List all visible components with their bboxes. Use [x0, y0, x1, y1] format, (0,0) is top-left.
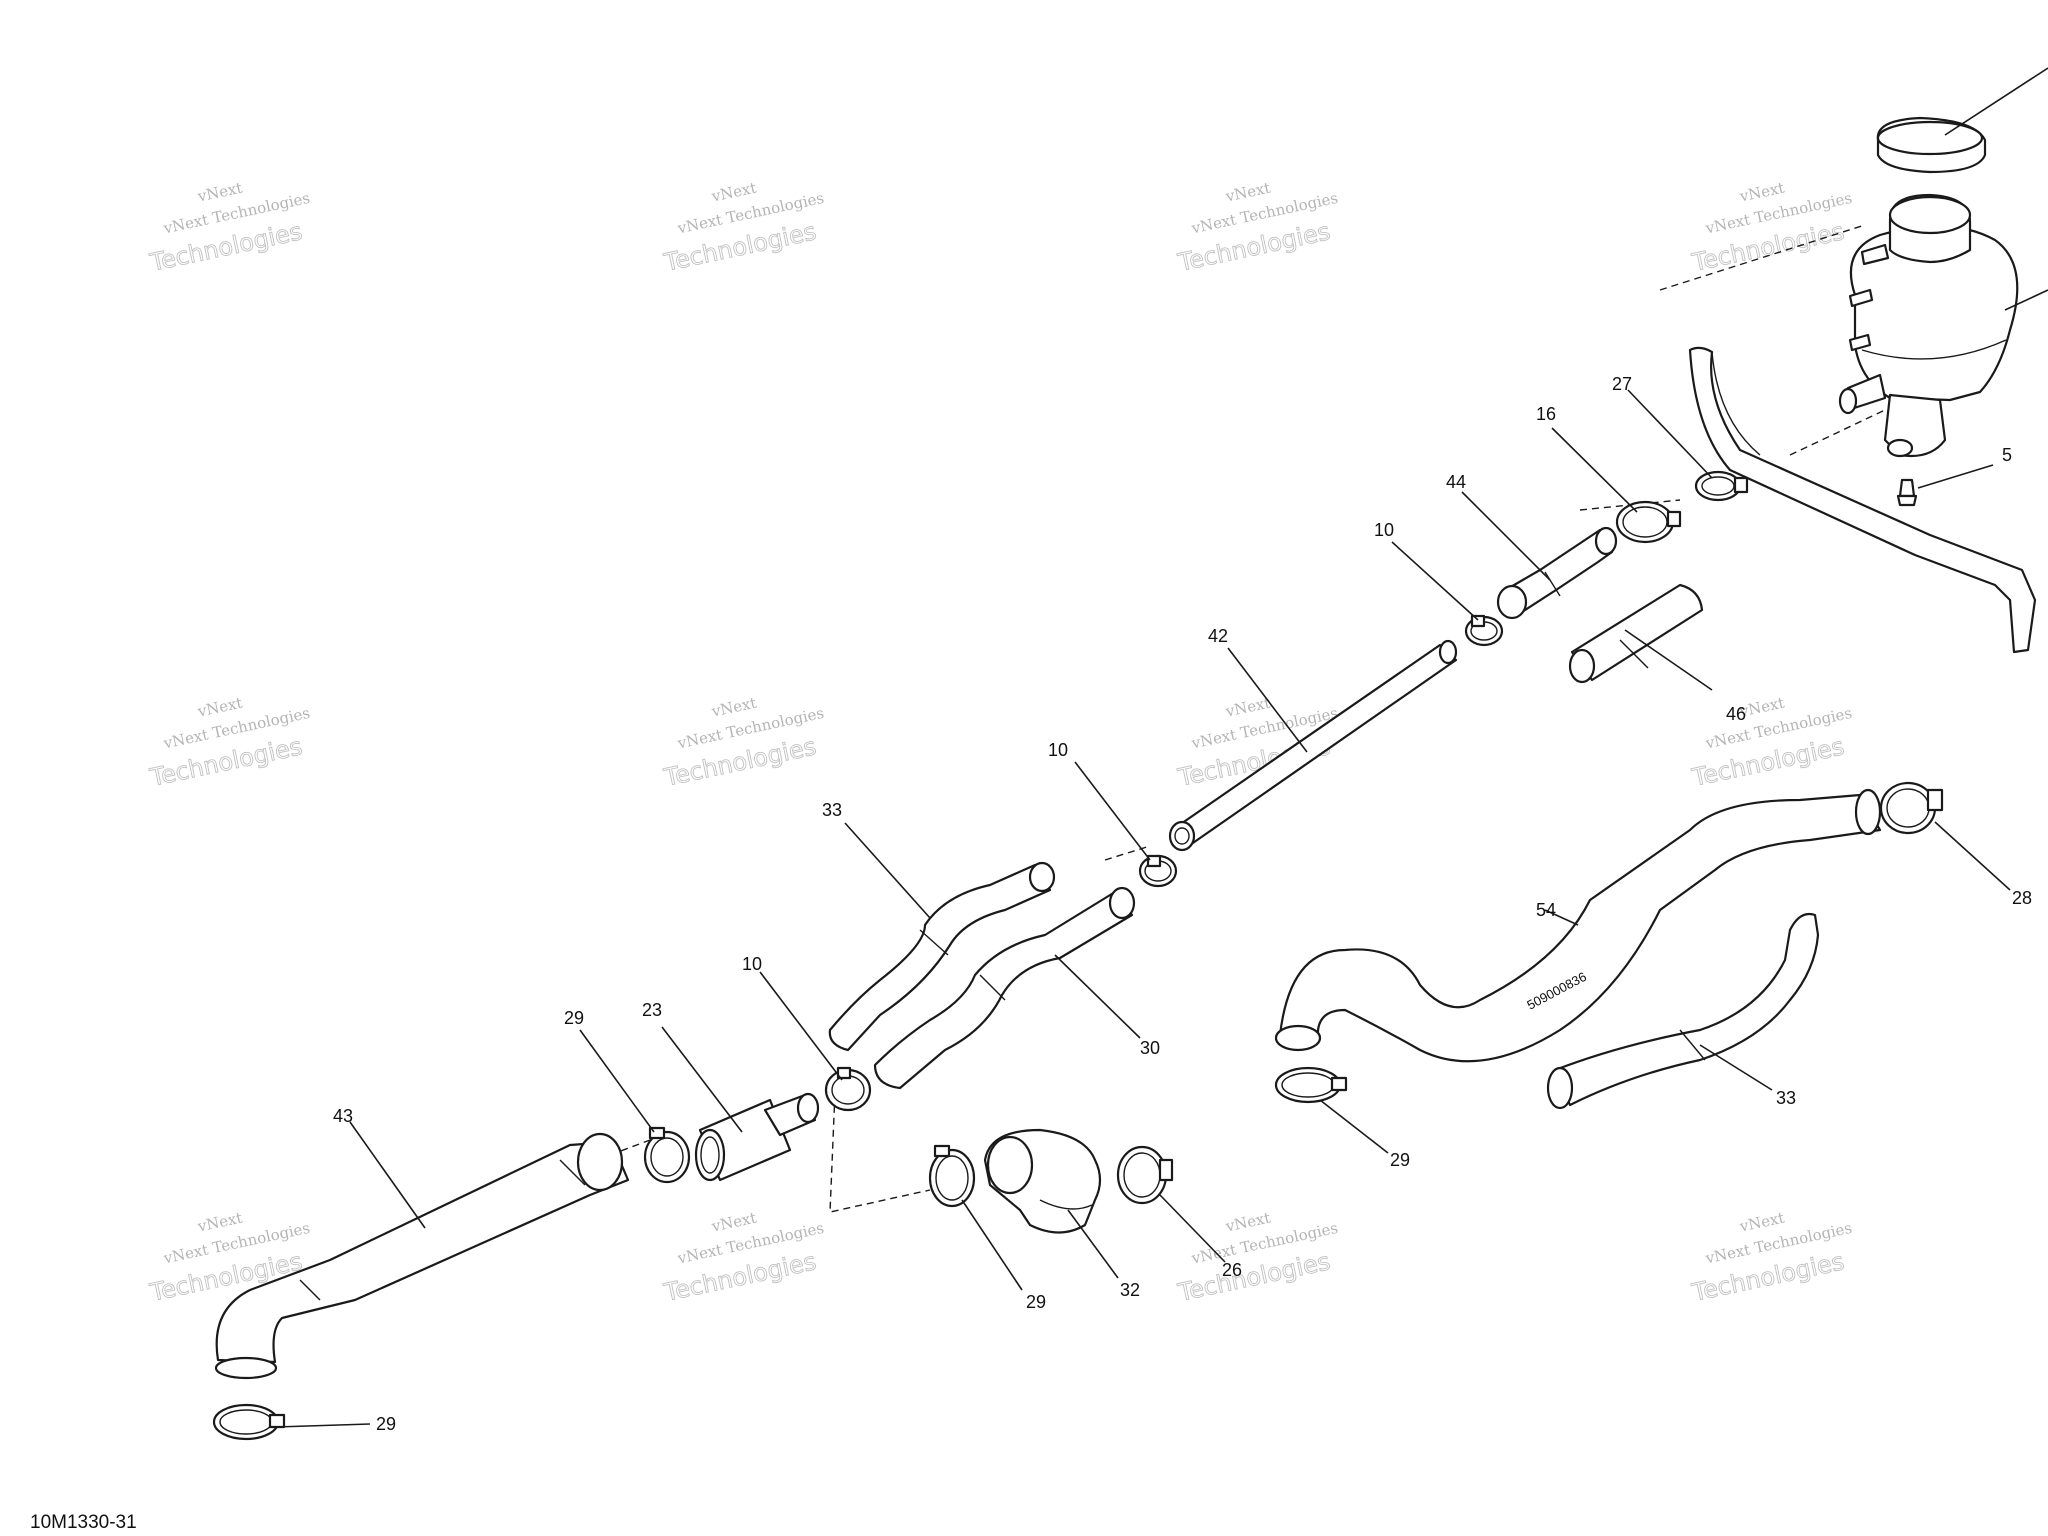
assembly-line-tank-lower: [1789, 409, 1886, 456]
leader-16: [1551, 427, 1638, 513]
leader-32: [1067, 1209, 1119, 1279]
callout-46: 46: [1726, 704, 1746, 724]
hose-43: [214, 1132, 630, 1380]
clamp-10-middle: [1138, 854, 1178, 888]
callout-44: 44: [1446, 472, 1466, 492]
hose-33-upper: [828, 861, 1056, 1052]
leader-29-tee: [579, 1029, 655, 1133]
clamp-16: [1615, 500, 1682, 544]
svg-text:vNext: vNext: [195, 694, 244, 721]
callout-10-lower: 10: [742, 954, 762, 974]
leader-46: [1624, 629, 1713, 691]
callout-16: 16: [1536, 404, 1556, 424]
leader-29-center: [961, 1199, 1023, 1291]
leader-lines: [275, 67, 2048, 1428]
clamp-10-upper: [1464, 614, 1504, 647]
callout-33-upper: 33: [822, 800, 842, 820]
leader-44: [1461, 491, 1551, 581]
callout-29-bottom: 29: [376, 1414, 396, 1434]
watermark-5: vNext vNext Technologies Technologies: [146, 694, 311, 793]
assembly-line-tube-42: [1104, 845, 1151, 861]
callout-29-center: 29: [1026, 1292, 1046, 1312]
watermark-3: vNext vNext Technologies Technologies: [1174, 179, 1339, 278]
callout-30: 30: [1140, 1038, 1160, 1058]
clamp-26: [1116, 1145, 1174, 1205]
leader-33-lower: [1699, 1044, 1773, 1091]
leader-tank: [2004, 289, 2048, 311]
callout-29-right: 29: [1390, 1150, 1410, 1170]
clamp-29-right: [1274, 1066, 1348, 1104]
leader-10-lower: [759, 971, 843, 1081]
callout-32: 32: [1120, 1280, 1140, 1300]
leader-28: [1934, 821, 2011, 891]
callout-42: 42: [1208, 626, 1228, 646]
leader-10-upper: [1391, 541, 1479, 621]
tube-42: [1168, 639, 1458, 852]
tee-fitting-23: [694, 1092, 820, 1182]
watermark-10: vNext vNext Technologies Technologies: [660, 1209, 825, 1308]
svg-text:vNext: vNext: [1223, 179, 1272, 206]
sleeve-46: [1568, 583, 1704, 684]
callout-54: 54: [1536, 900, 1556, 920]
leader-27: [1627, 389, 1713, 479]
hose-30: [873, 886, 1136, 1090]
leader-5: [1917, 464, 1994, 489]
screw-5: [1896, 478, 1918, 507]
svg-text:vNext: vNext: [709, 694, 758, 721]
leader-cap: [1944, 67, 2048, 136]
clamp-29-center: [928, 1144, 976, 1208]
callout-26: 26: [1222, 1260, 1242, 1280]
svg-text:vNext: vNext: [195, 179, 244, 206]
callout-5: 5: [2002, 445, 2012, 465]
radiator-cap: [1876, 116, 1987, 174]
leader-26: [1159, 1194, 1226, 1263]
watermark-6: vNext vNext Technologies Technologies: [660, 694, 825, 793]
drawing-reference-code: 10M1330-31: [30, 1512, 137, 1533]
clamp-29-tee: [643, 1126, 691, 1184]
leader-30: [1054, 954, 1141, 1039]
svg-text:vNext: vNext: [1223, 1209, 1272, 1236]
watermark-4: vNext vNext Technologies Technologies: [1688, 179, 1853, 278]
leader-54: [1544, 909, 1579, 926]
svg-text:vNext: vNext: [709, 1209, 758, 1236]
watermark-2: vNext vNext Technologies Technologies: [660, 179, 825, 278]
watermark-1: vNext vNext Technologies Technologies: [146, 179, 311, 278]
hose-44: [1496, 526, 1618, 620]
clamp-27: [1694, 470, 1749, 502]
svg-text:vNext: vNext: [709, 179, 758, 206]
svg-text:vNext: vNext: [1737, 179, 1786, 206]
leader-42: [1227, 647, 1308, 753]
leader-29-bottom: [275, 1423, 371, 1428]
svg-text:vNext: vNext: [195, 1209, 244, 1236]
expansion-tank: [1838, 193, 2019, 458]
callout-23: 23: [642, 1000, 662, 1020]
watermarks: vNext vNext Technologies Technologies vN…: [146, 179, 1853, 1308]
svg-text:vNext: vNext: [1737, 1209, 1786, 1236]
leader-33-upper: [844, 822, 931, 919]
overflow-hose: [1688, 346, 2037, 654]
callout-27: 27: [1612, 374, 1632, 394]
svg-text:vNext: vNext: [1223, 694, 1272, 721]
callout-10-middle: 10: [1048, 740, 1068, 760]
hose-33-lower: [1546, 912, 1820, 1110]
elbow-32: [983, 1128, 1102, 1234]
callout-43: 43: [333, 1106, 353, 1126]
callout-10-upper: 10: [1374, 520, 1394, 540]
clamp-28: [1879, 781, 1944, 835]
leader-10-middle: [1074, 761, 1151, 861]
leader-29-right: [1319, 1099, 1389, 1154]
watermark-8: vNext vNext Technologies Technologies: [1688, 694, 1853, 793]
clamp-10-lower: [824, 1066, 872, 1112]
callout-28: 28: [2012, 888, 2032, 908]
watermark-11: vNext vNext Technologies Technologies: [1174, 1209, 1339, 1308]
callout-33-lower: 33: [1776, 1088, 1796, 1108]
clamp-29-bottom: [212, 1403, 286, 1441]
leader-23: [661, 1026, 743, 1133]
leader-43: [349, 1121, 426, 1229]
watermark-12: vNext vNext Technologies Technologies: [1688, 1209, 1853, 1308]
callouts: 5 27 16 44 10 42 46 10 33 30 10 23 29 43…: [333, 374, 2032, 1434]
callout-29-tee: 29: [564, 1008, 584, 1028]
hose-54: 509000836: [1274, 788, 1882, 1063]
